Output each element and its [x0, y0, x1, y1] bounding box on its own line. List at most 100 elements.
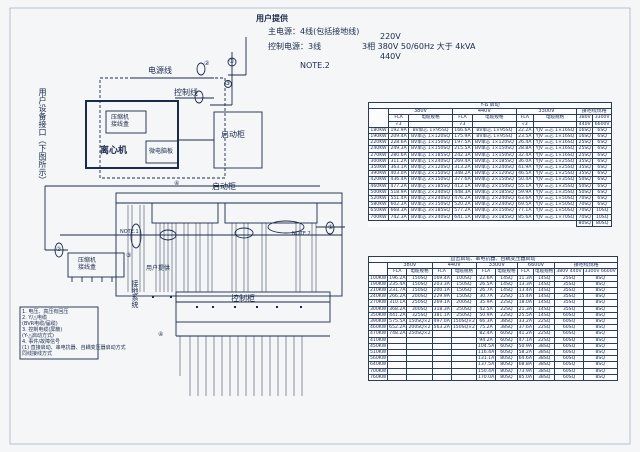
table1-cell: BV单芯 1×150SQ: [408, 145, 453, 153]
table2-cell: 42.5A: [475, 305, 497, 313]
supply-control-power: 控制电源：3线: [268, 42, 322, 51]
table1-cell: 63.6A: [515, 195, 534, 203]
table1-cell: 10SQ: [592, 207, 612, 215]
table2-cell: 100KW: [367, 274, 389, 282]
table2-subheader: 380V 440V: [554, 268, 584, 276]
table1-cell: BV单芯 2×120SQ: [408, 164, 453, 172]
table2-cell: 8SQ: [582, 299, 618, 307]
table2-cell: 35SQ: [554, 299, 584, 307]
table1-cell: 390KW: [367, 170, 390, 178]
legend-item: (BVR电缆/届缆): [22, 321, 58, 327]
table2-cell: 41.2A: [516, 330, 534, 338]
table1-cell: BV单芯 3×150SQ: [408, 201, 453, 209]
table2-cell: 150.4A: [475, 367, 497, 375]
table2-title-row: 直击启动、串电抗器、自耦变压器启动: [368, 255, 618, 264]
table1-cell: 477.2A: [388, 182, 410, 190]
table2-cell: 38SQ: [532, 361, 556, 369]
table2-cell: 80SQ: [495, 373, 518, 382]
table2-cell: 150SQ×2: [406, 318, 433, 326]
table1-header: 3300V: [515, 108, 578, 116]
table2-cell: 381.1A: [431, 311, 452, 320]
table1-cell: 377.6A: [451, 176, 474, 184]
user-interface-label: 用户设备接口（下图所示）: [38, 88, 47, 184]
table1-cell: BV单芯 2×150SQ: [408, 170, 453, 178]
table2-cell: 58.2A: [516, 349, 534, 357]
table1-cell: 50SQ: [576, 188, 594, 197]
table1-cell: 500KW: [367, 188, 390, 197]
table1-cell: 69.5A: [515, 201, 534, 209]
table2-cell: 8SQ: [582, 349, 618, 357]
table1-cell: 180KW: [367, 126, 390, 135]
table2-cell: 8SQ: [582, 330, 618, 338]
table2-cell: 390KW: [367, 318, 389, 326]
table2-cell: 26.7A: [475, 286, 497, 295]
table1-cell: 35SQ: [576, 170, 594, 178]
table2-cell: 14SQ: [532, 305, 556, 313]
table2-cell: 8SQ: [582, 305, 618, 313]
table2-cell: [387, 367, 408, 375]
table2-cell: 250SQ×2: [406, 330, 433, 338]
table1-cell: 192.9A: [388, 126, 410, 135]
table1-cell: 70SQ: [576, 201, 594, 209]
table1-subheader: 电缆规格: [532, 114, 578, 122]
table1-subheader2: √3: [388, 120, 410, 128]
table1-cell: 311.2A: [388, 157, 410, 166]
table1-cell: 220KW: [367, 139, 390, 147]
table2-cell: [387, 361, 408, 369]
table1-cell: 668.3A: [388, 207, 410, 215]
table2-cell: 760KW: [367, 373, 389, 382]
table2-cell: 35SQ: [554, 305, 584, 313]
table2-cell: 8SQ: [582, 280, 618, 289]
table1-cell: BV单芯 1×95SQ: [472, 126, 517, 135]
table1-cell: YJV 三芯 1×16SQ: [532, 132, 578, 141]
table2-cell: [431, 355, 452, 363]
table2-subheader: 电缆规格: [495, 268, 518, 276]
user-provide-2-label: 用户提供: [146, 265, 171, 272]
table2-cell: 8SQ: [582, 318, 618, 326]
table1-subheader: FLA: [451, 114, 474, 122]
table1-cell: 50SQ: [576, 176, 594, 184]
table1-cell: 55.1A: [515, 182, 534, 190]
table1-cell: YJV 三芯 1×16SQ: [532, 151, 578, 159]
table1-cell: BV单芯 2×150SQ: [472, 182, 517, 190]
table2-cell: 60SQ: [554, 355, 584, 363]
table1-cell: BV单芯 2×185SQ: [408, 182, 453, 190]
table1-cell: 6SQ: [592, 126, 612, 135]
table1-cell: 448.3A: [451, 188, 474, 197]
table1-cell: 650KW: [367, 207, 390, 215]
table2-cell: [387, 373, 408, 382]
table1-cell: 6SQ: [592, 188, 612, 197]
table2-cell: 563.2A: [431, 324, 452, 332]
table1-cell: BV单芯 3×150SQ: [472, 207, 517, 215]
table2-cell: 37.6A: [516, 324, 534, 332]
table2-cell: [450, 373, 477, 382]
table1-cell: 240KW: [367, 145, 390, 153]
table2-cell: 60SQ: [554, 324, 584, 332]
table2-cell: 22SQ: [532, 324, 556, 332]
table2-cell: 66.3A: [475, 318, 497, 326]
table1-cell: 700KW: [367, 213, 390, 221]
table2-cell: 18.0A: [516, 299, 534, 307]
table1-cell: 166.6A: [451, 126, 474, 135]
table2-cell: 50.9A: [516, 342, 534, 351]
table1-cell: YJV 三芯 1×16SQ: [532, 145, 578, 153]
table1-cell: 35SQ: [576, 157, 594, 166]
table1-cell: 363.1A: [388, 164, 410, 172]
table1-cell: 6SQ: [592, 145, 612, 153]
table1-title-row: Y-Δ 启动: [368, 101, 612, 110]
legend-box: 1. 电压、高压有回压 2. Y/△电缆 (BVR电缆/届缆) 3. 控制电缆(…: [22, 309, 126, 357]
table2-cell: 35SQ: [554, 293, 584, 301]
